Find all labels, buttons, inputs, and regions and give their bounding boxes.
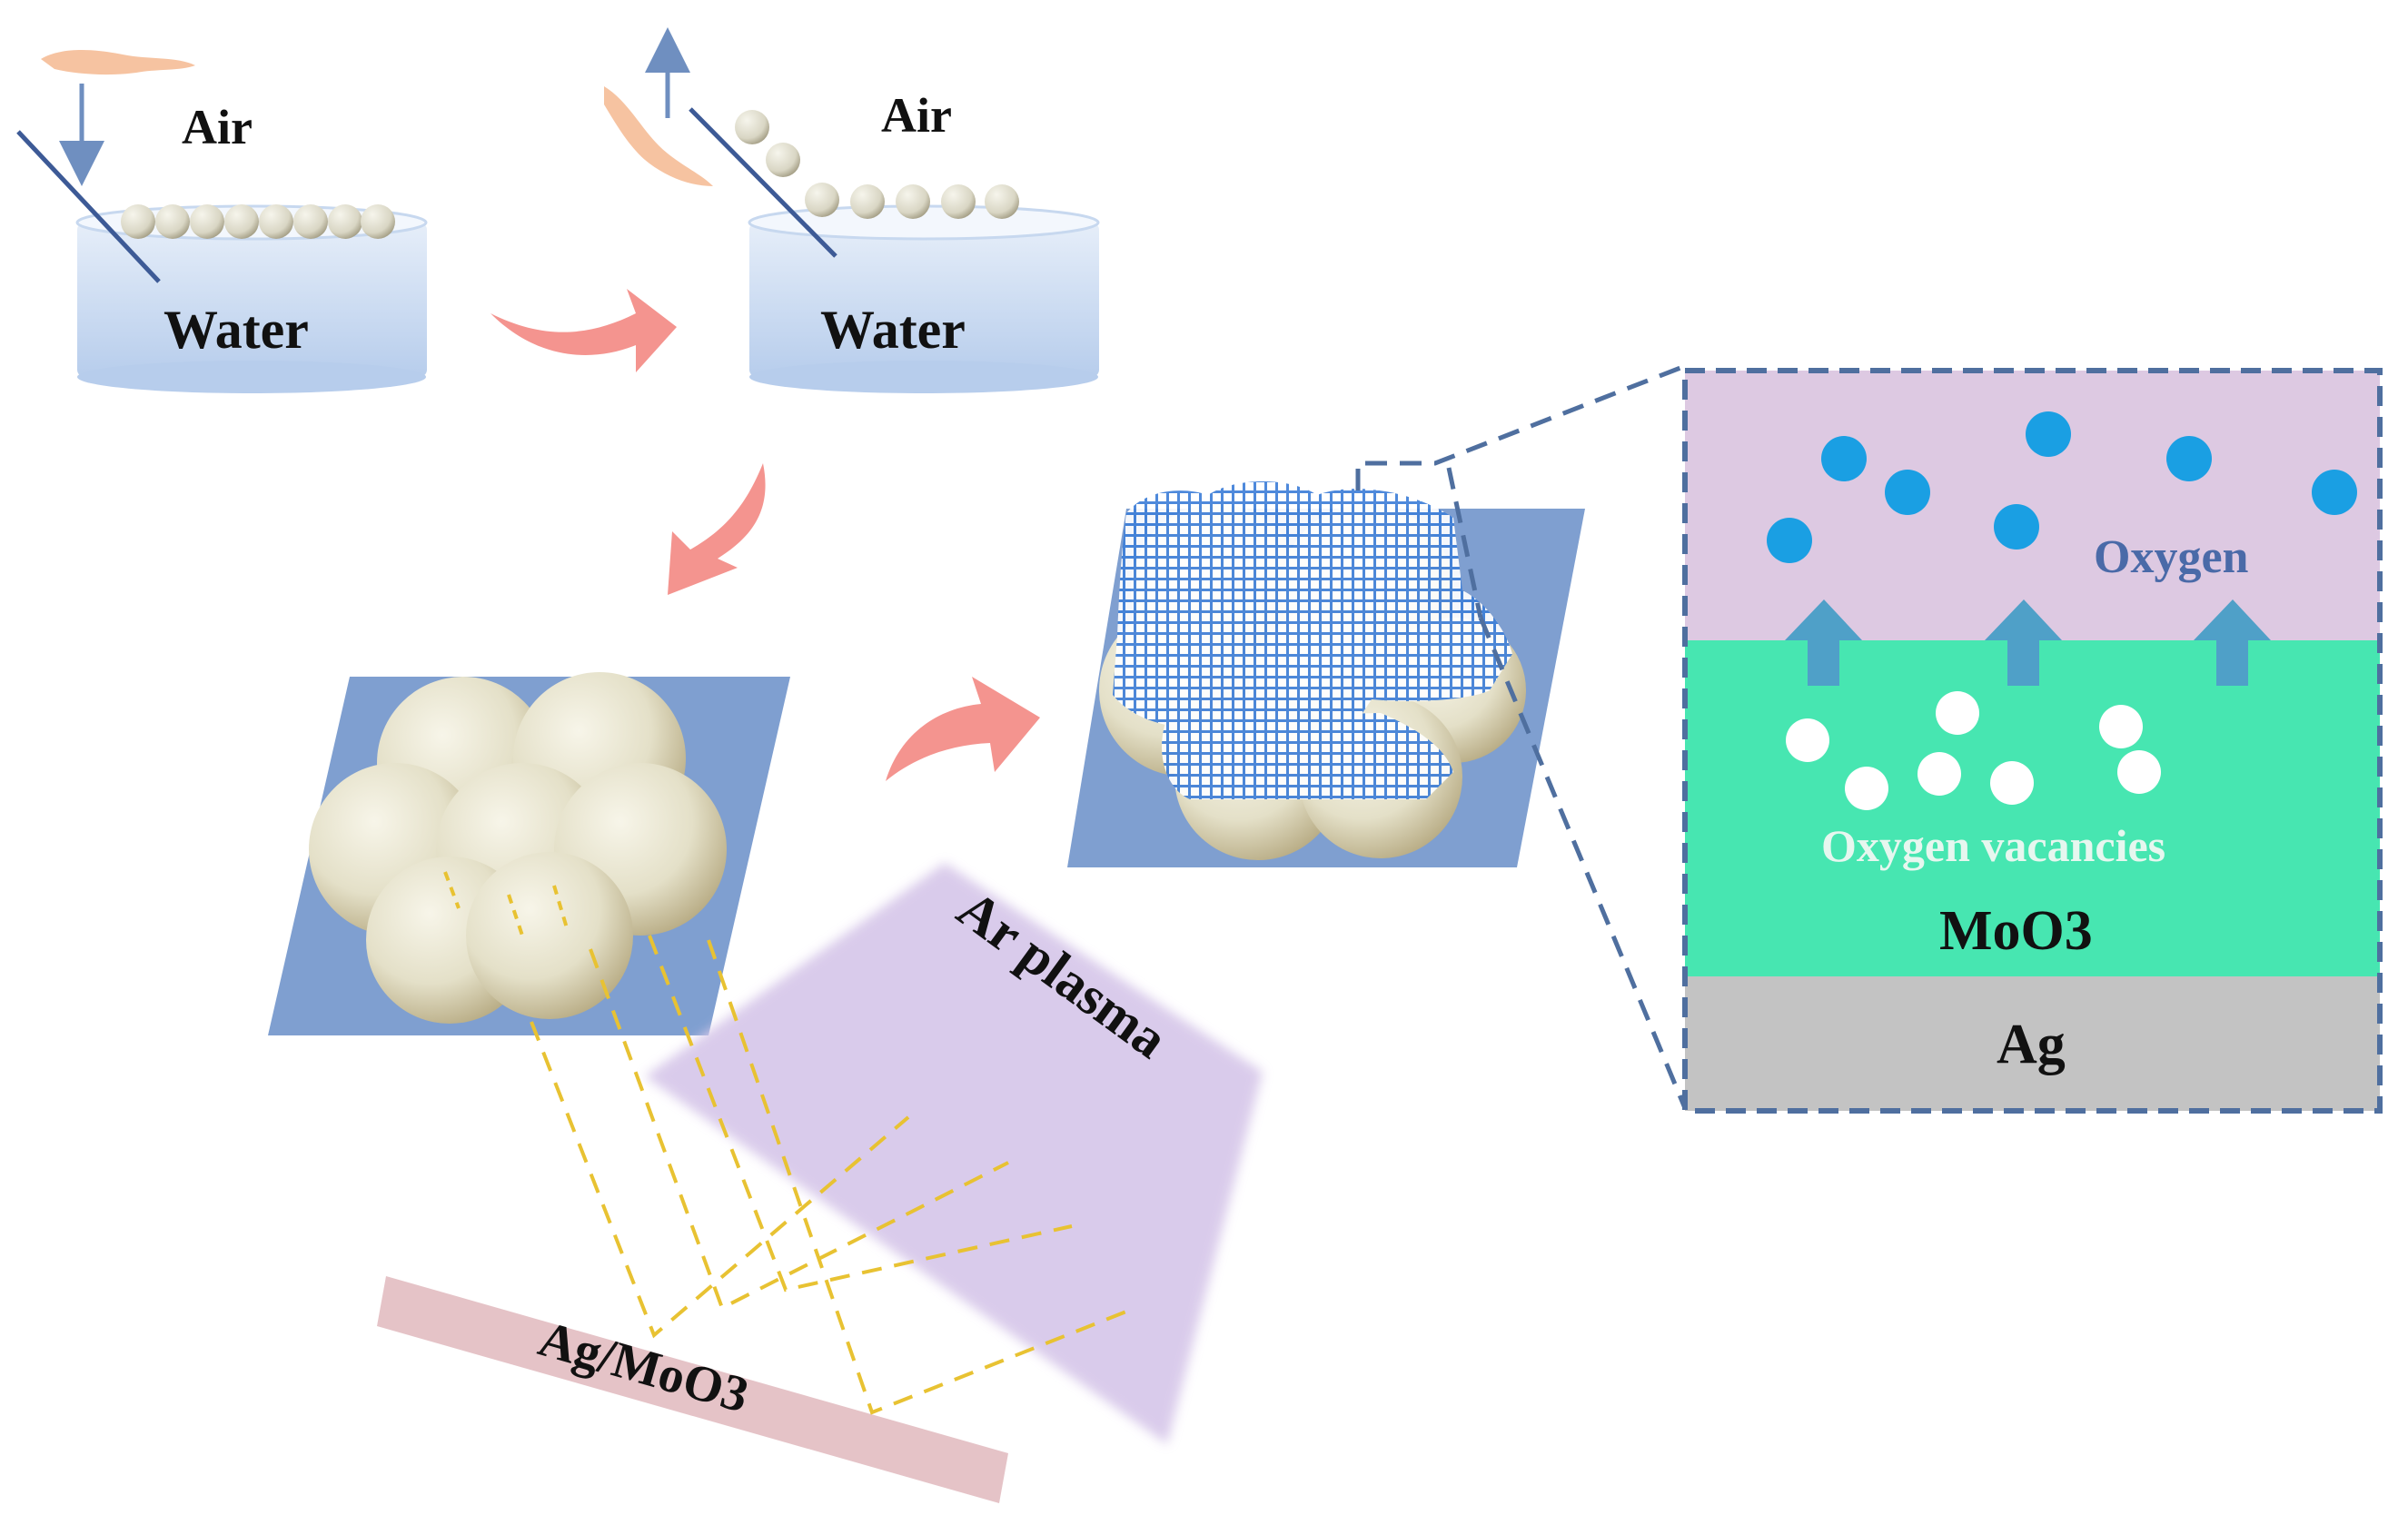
detail-panel (1682, 368, 2383, 1114)
air-label-left: Air (182, 100, 253, 154)
hand-icon (41, 50, 195, 75)
sputter-paths (530, 935, 1136, 1415)
oxygen-vacancies-label: Oxygen vacancies (1821, 820, 2165, 871)
ag-layer-label: Ag (1997, 1014, 2066, 1075)
process-arrow-1 (491, 289, 677, 372)
diffusion-arrows (1785, 599, 2271, 686)
sputter-marks-on-spheres (443, 871, 570, 936)
monolayer-spheres-right (735, 110, 1019, 219)
water-label-right: Water (820, 300, 966, 360)
process-arrow-2 (668, 463, 766, 595)
water-label-left: Water (164, 300, 309, 360)
deposited-mesh-film (1113, 481, 1512, 799)
oxygen-dots (1767, 411, 2357, 563)
process-arrow-3 (886, 677, 1040, 781)
target-label: Ag/MoO3 (532, 1311, 754, 1424)
zoom-indicator (1355, 365, 1688, 1109)
target-bar (377, 1276, 1008, 1503)
vacancy-dots (1786, 691, 2161, 810)
colloidal-spheres-step3 (309, 672, 727, 1024)
substrate-slide-right (689, 107, 837, 258)
moo3-layer-label: MoO3 (1939, 900, 2093, 962)
ar-plasma-region (645, 863, 1263, 1444)
substrate-slide-left (16, 130, 161, 283)
hand-icon (604, 86, 713, 186)
air-label-right: Air (881, 88, 952, 143)
monolayer-spheres-left (121, 204, 395, 239)
oxygen-label: Oxygen (2094, 531, 2249, 583)
